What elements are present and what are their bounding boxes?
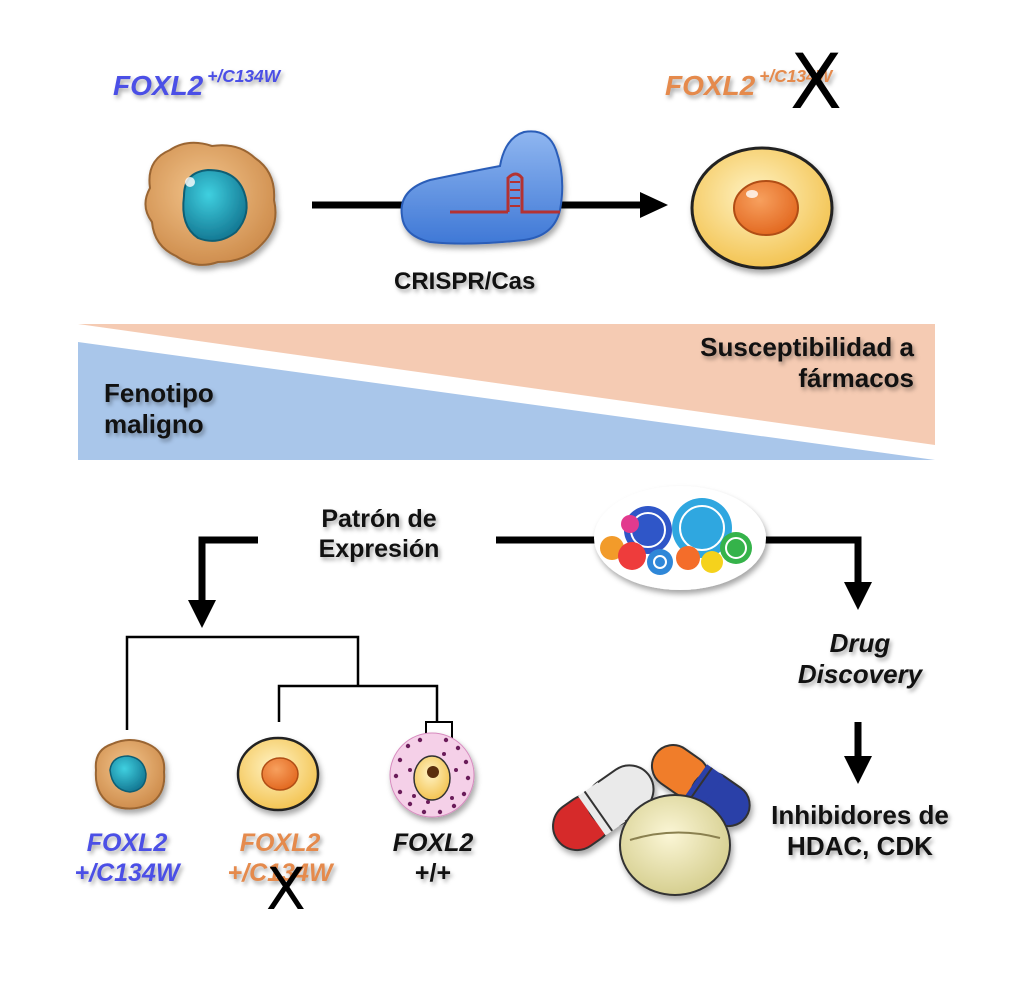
dendrogram [125, 635, 439, 730]
tumor-cell-icon [144, 141, 277, 266]
drug-discovery-line1: Drug [829, 628, 891, 658]
leaf-knockout-gene: FOXL2 [239, 829, 321, 857]
cas9-protein-icon [400, 130, 564, 245]
inhibitors-line2: HDAC, CDK [787, 831, 933, 862]
top-left-genotype: FOXL2+/C134W [113, 66, 280, 103]
susceptibility-label-line2: fármacos [798, 363, 914, 394]
drug-discovery-line2: Discovery [797, 659, 923, 690]
leaf-knockout-x-mark: X [266, 855, 306, 923]
malignant-label-line2: maligno [104, 409, 204, 440]
susceptibility-label-line1: Susceptibilidad a [700, 332, 914, 362]
drug-susceptibility-label: Susceptibilidad a fármacos [700, 332, 914, 394]
expression-pattern-label: Patrón de Expresión [294, 504, 464, 564]
leaf-tumor-genotype: +/C134W [74, 859, 180, 887]
omics-bubbles-icon [594, 486, 766, 590]
top-right-gene-name: FOXL2 [665, 70, 756, 102]
malignant-wedge [78, 342, 935, 460]
result-arrowhead [844, 756, 872, 784]
expression-left-arrowhead [188, 600, 216, 628]
leaf-wildtype-genotype: +/+ [414, 859, 452, 887]
leaf-knockout-cell-icon [236, 736, 320, 812]
drug-discovery-label: Drug Discovery [780, 628, 940, 690]
drug-susceptibility-wedge [78, 324, 935, 445]
gradient-band [78, 324, 935, 460]
drug-discovery-arrowhead [844, 582, 872, 610]
crispr-label: CRISPR/Cas [394, 268, 536, 295]
top-left-gene-name: FOXL2 [113, 70, 204, 102]
malignant-label-line1: Fenotipo [104, 378, 214, 408]
pills-icon [552, 744, 751, 896]
top-left-genotype-value: +/C134W [207, 66, 281, 86]
top-right-genotype-value: +/C134W [759, 66, 833, 86]
expression-label-line2: Expresión [318, 535, 440, 563]
malignant-phenotype-label: Fenotipo maligno [104, 378, 214, 440]
leaf-wildtype-cell-icon [389, 732, 475, 818]
leaf-tumor-gene: FOXL2 [86, 829, 168, 857]
inhibitors-line1: Inhibidores de [771, 800, 949, 830]
leaf-label-tumor: FOXL2 +/C134W [52, 828, 202, 888]
expression-left-arrow [198, 536, 258, 605]
top-right-genotype: FOXL2+/C134W [665, 66, 832, 103]
leaf-label-knockout: FOXL2 +/C134W [205, 828, 355, 888]
leaf-label-wildtype: FOXL2 +/+ [368, 828, 498, 888]
leaf-tumor-cell-icon [94, 739, 166, 810]
expression-label-line1: Patrón de [321, 505, 437, 533]
leaf-knockout-genotype: +/C134W [227, 859, 333, 887]
knockout-cell-icon [690, 146, 834, 270]
inhibitors-label: Inhibidores de HDAC, CDK [752, 800, 968, 862]
top-knockout-x-mark: X [790, 37, 843, 126]
leaf-wildtype-gene: FOXL2 [392, 829, 474, 857]
